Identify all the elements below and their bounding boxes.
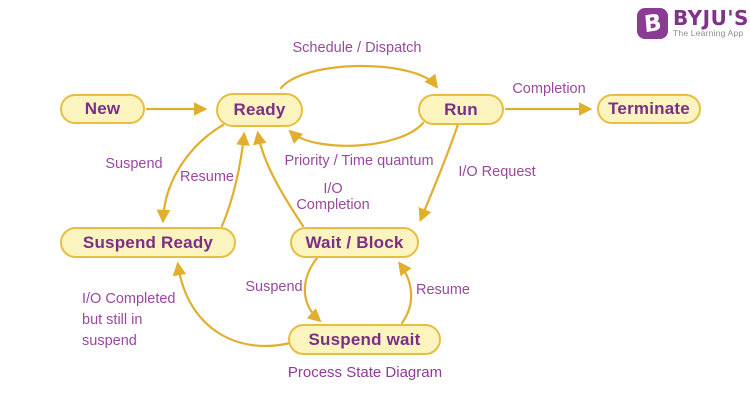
- arrow-ready-suspendready: [156, 123, 225, 224]
- edge-label-io-completion: I/O Completion: [296, 181, 370, 214]
- arrow-suspendready-ready: [220, 131, 250, 228]
- edge-label-io-request: I/O Request: [458, 164, 536, 180]
- arrow-waitblock-suspendwait: [303, 256, 322, 323]
- edge-label-io-completed-suspend: I/O Completed but still in suspend: [82, 291, 176, 350]
- state-wait-block: Wait / Block: [290, 227, 419, 258]
- arrow-run-ready: [288, 121, 425, 147]
- edge-label-resume-left: Resume: [180, 169, 234, 185]
- edge-label-suspend-left: Suspend: [105, 156, 163, 172]
- arrow-ready-run: [279, 64, 439, 90]
- state-suspend-ready: Suspend Ready: [60, 227, 236, 258]
- state-new: New: [60, 94, 145, 124]
- byjus-tagline: The Learning App: [673, 28, 744, 38]
- byjus-logo-text: BYJU'S The Learning App: [673, 8, 749, 38]
- arrow-suspendwait-waitblock: [397, 261, 413, 325]
- arrow-suspendwait-suspendready: [172, 261, 292, 348]
- byjus-b-letter: B: [642, 9, 663, 38]
- edge-label-resume-right: Resume: [416, 282, 470, 298]
- edge-label-completion: Completion: [512, 81, 586, 97]
- state-terminate: Terminate: [597, 94, 701, 124]
- byjus-b-icon: B: [637, 8, 668, 39]
- state-ready: Ready: [216, 93, 303, 127]
- state-run: Run: [418, 94, 504, 125]
- arrow-run-waitblock: [418, 122, 460, 223]
- byjus-brand-name: BYJU'S: [673, 6, 749, 30]
- arrow-waitblock-ready: [253, 130, 305, 228]
- edge-label-suspend-mid: Suspend: [245, 279, 303, 295]
- edge-label-schedule-dispatch: Schedule / Dispatch: [292, 40, 422, 56]
- edge-label-priority-time-quantum: Priority / Time quantum: [284, 153, 434, 169]
- byjus-logo: B BYJU'S The Learning App: [637, 8, 749, 39]
- diagram-title: Process State Diagram: [287, 364, 443, 381]
- state-suspend-wait: Suspend wait: [288, 324, 441, 355]
